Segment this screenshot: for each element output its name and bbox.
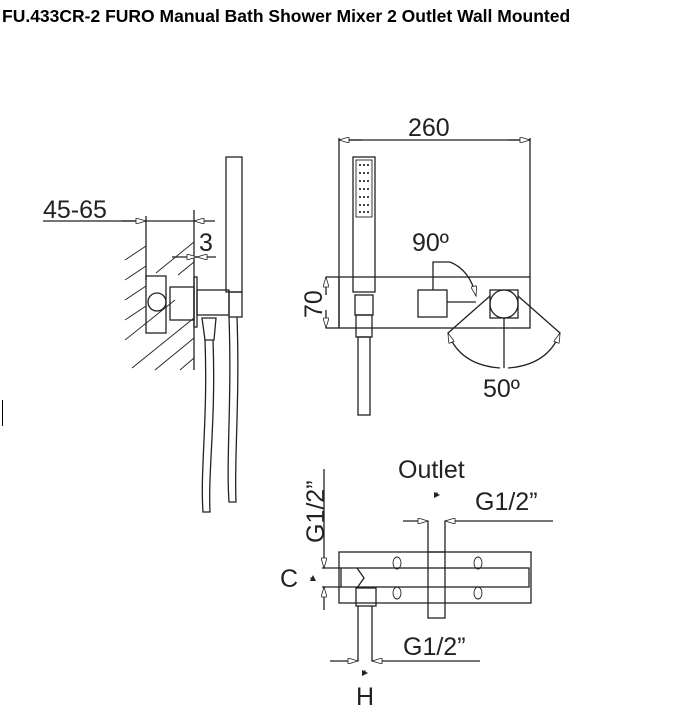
cold-thread: G1/2” <box>302 480 330 543</box>
mixer-plate <box>338 276 531 329</box>
outlet-label: Outlet <box>398 456 465 484</box>
width-dimension: 260 <box>408 114 450 142</box>
cold-label: C <box>280 565 298 593</box>
text-cursor <box>2 400 3 426</box>
hot-thread: G1/2” <box>403 633 466 661</box>
handset <box>352 156 376 293</box>
front-view: 260 70 90º 50º <box>300 114 561 416</box>
control-knob <box>417 289 448 318</box>
depth-dimension: 45-65 <box>43 196 107 224</box>
height-dimension: 70 <box>300 290 328 318</box>
rotation-angle: 90º <box>412 229 449 257</box>
handset-side <box>225 156 243 293</box>
plate-dimension: 3 <box>199 229 213 257</box>
hot-label: H <box>356 683 374 711</box>
wall-hatching <box>124 241 195 371</box>
mixer-body <box>338 551 532 604</box>
page-title: FU.433CR-2 FURO Manual Bath Shower Mixer… <box>2 6 571 26</box>
bottom-view: Outlet G1/2” G1/2” C G1/2” H <box>280 456 553 711</box>
side-view: 45-65 3 <box>43 156 243 513</box>
outlet-thread: G1/2” <box>475 488 538 516</box>
swing-angle: 50º <box>483 375 520 403</box>
